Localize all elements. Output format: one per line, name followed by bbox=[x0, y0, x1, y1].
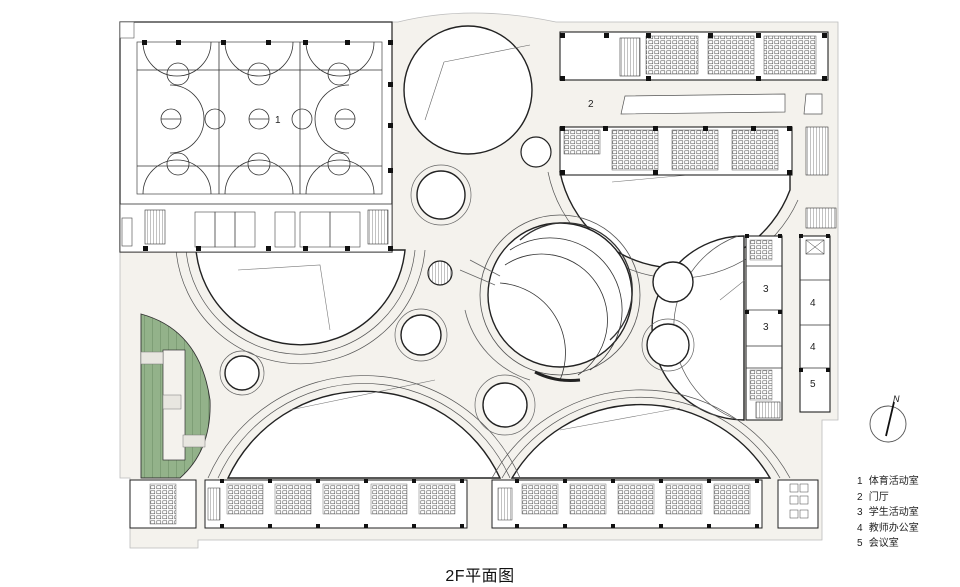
room-labels: 1 2 3 3 4 4 5 bbox=[275, 99, 816, 390]
auditorium bbox=[459, 214, 641, 382]
legend-item: 5 会议室 bbox=[857, 538, 899, 549]
light-well bbox=[219, 350, 265, 396]
light-well bbox=[652, 261, 694, 303]
light-well bbox=[520, 136, 552, 168]
spiral-stair bbox=[427, 260, 453, 286]
room-label-1: 1 bbox=[275, 115, 281, 126]
room-label-2: 2 bbox=[588, 99, 594, 110]
legend-item: 3 学生活动室 bbox=[857, 507, 919, 518]
legend: 1 体育活动室 2 门厅 3 学生活动室 4 教师办公室 5 会议室 bbox=[857, 474, 919, 552]
north-label: N bbox=[893, 394, 900, 404]
lobby-block bbox=[559, 31, 837, 229]
green-roof-terrace bbox=[140, 313, 211, 479]
north-arrow-icon: N bbox=[869, 394, 907, 443]
light-well bbox=[641, 318, 695, 372]
legend-item: 2 门厅 bbox=[857, 491, 889, 503]
light-well bbox=[394, 308, 448, 362]
light-well bbox=[410, 164, 472, 226]
light-well bbox=[474, 374, 536, 436]
south-classroom-bar bbox=[129, 479, 819, 529]
room-label-5: 5 bbox=[810, 379, 816, 390]
room-label-4b: 4 bbox=[810, 342, 816, 353]
light-wells bbox=[219, 136, 695, 436]
east-wing bbox=[745, 234, 831, 421]
legend-item: 4 教师办公室 bbox=[857, 522, 919, 534]
plan-title: 2F平面图 bbox=[445, 568, 515, 585]
room-label-4a: 4 bbox=[810, 298, 816, 309]
legend-item: 1 体育活动室 bbox=[857, 476, 919, 487]
room-label-3b: 3 bbox=[763, 322, 769, 333]
gym-block bbox=[119, 21, 393, 253]
room-label-3a: 3 bbox=[763, 284, 769, 295]
